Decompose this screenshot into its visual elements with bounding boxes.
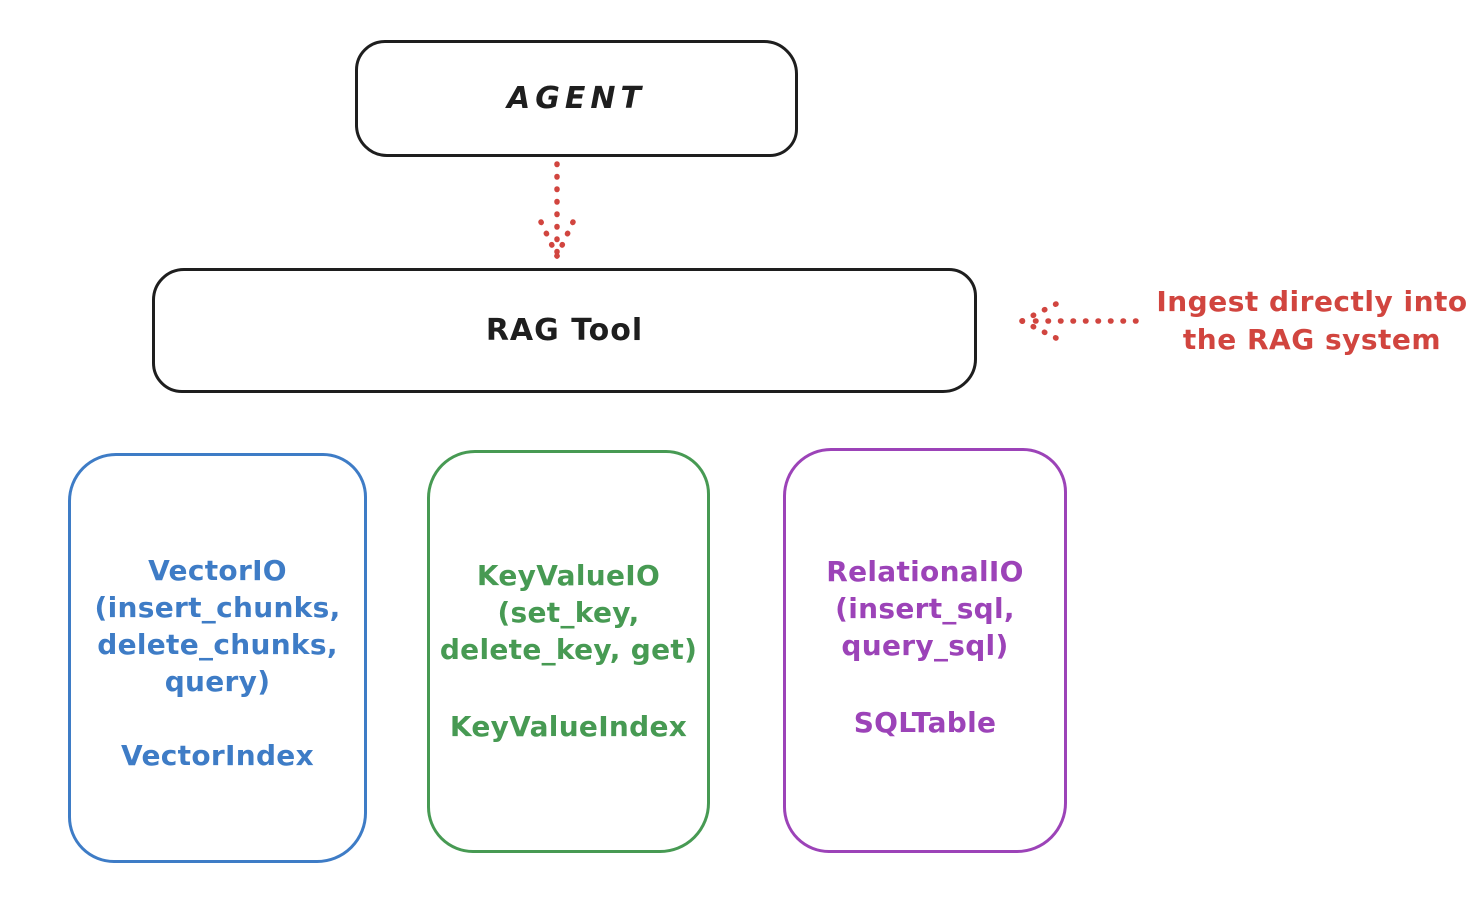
sql-table-label: SQLTable (853, 706, 997, 739)
vector-io-title: VectorIO (148, 554, 287, 587)
vector-index-label: VectorIndex (121, 739, 314, 772)
ingest-annotation-line1: Ingest directly into (1156, 285, 1468, 318)
vector-io-methods-line1: (insert_chunks, (94, 591, 341, 624)
key-value-io-methods-line1: (set_key, (497, 596, 640, 629)
relational-io-content: RelationalIO (insert_sql, query_sql) SQL… (786, 553, 1064, 741)
agent-label: AGENT (507, 81, 646, 116)
agent-box: AGENT (355, 40, 798, 157)
ingest-arrow-icon (1019, 301, 1139, 341)
key-value-io-content: KeyValueIO (set_key, delete_key, get) Ke… (430, 557, 707, 745)
key-value-io-methods-line2: delete_key, get) (439, 633, 698, 666)
relational-io-box: RelationalIO (insert_sql, query_sql) SQL… (783, 448, 1067, 853)
rag-tool-box: RAG Tool (152, 268, 977, 393)
relational-io-methods-line2: query_sql) (841, 629, 1009, 662)
key-value-io-box: KeyValueIO (set_key, delete_key, get) Ke… (427, 450, 710, 853)
key-value-io-title: KeyValueIO (476, 559, 661, 592)
vector-io-content: VectorIO (insert_chunks, delete_chunks, … (71, 552, 364, 774)
ingest-annotation: Ingest directly into the RAG system (1140, 283, 1484, 359)
vector-io-methods-line3: query) (164, 665, 271, 698)
rag-tool-label: RAG Tool (485, 313, 644, 348)
agent-to-rag-arrow-icon (538, 161, 576, 259)
ingest-annotation-line2: the RAG system (1182, 323, 1442, 356)
vector-io-box: VectorIO (insert_chunks, delete_chunks, … (68, 453, 367, 863)
relational-io-methods-line1: (insert_sql, (835, 592, 1015, 625)
vector-io-methods-line2: delete_chunks, (97, 628, 338, 661)
relational-io-title: RelationalIO (826, 555, 1024, 588)
key-value-index-label: KeyValueIndex (449, 710, 688, 743)
